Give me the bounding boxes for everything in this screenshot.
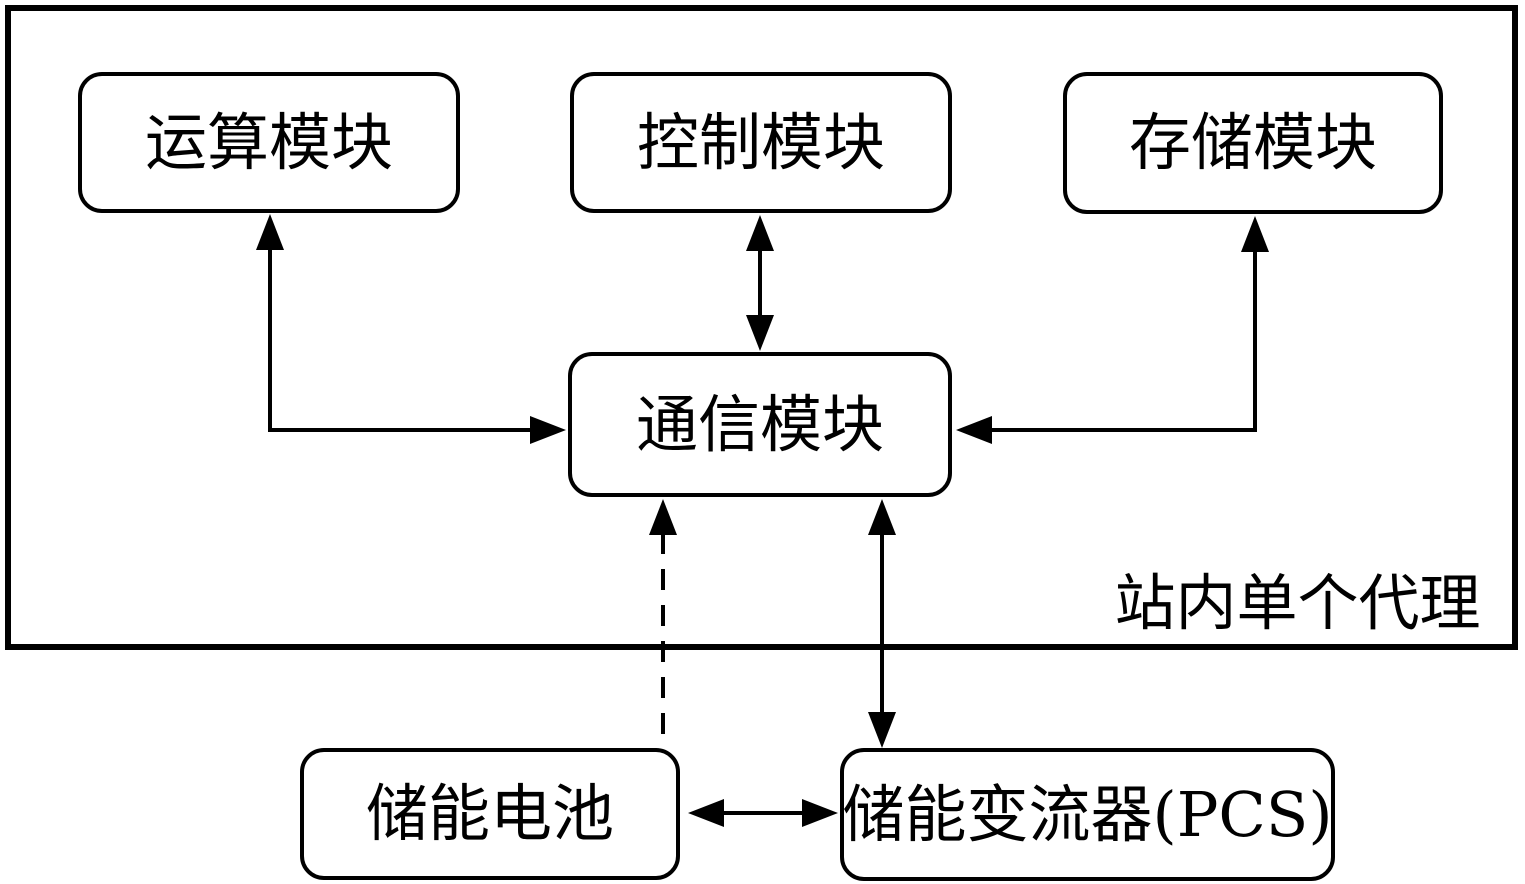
connector-compute-comm-line bbox=[268, 245, 534, 432]
arrow-right-into-comm-icon bbox=[530, 416, 566, 444]
arrow-up-into-comm-icon bbox=[868, 499, 896, 535]
arrow-right-into-pcs-icon bbox=[802, 799, 838, 827]
node-storage-module: 存储模块 bbox=[1063, 72, 1443, 214]
arrow-down-into-comm-icon bbox=[746, 315, 774, 351]
agent-boundary-caption-text: 站内单个代理 bbox=[1114, 567, 1481, 639]
node-energy-storage-converter-pcs: 储能变流器(PCS) bbox=[840, 748, 1335, 881]
arrow-up-into-storage-icon bbox=[1241, 216, 1269, 252]
arrow-up-into-compute-icon bbox=[256, 214, 284, 250]
connector-storage-comm-line bbox=[990, 247, 1257, 432]
connector-compute-comm bbox=[256, 214, 566, 444]
node-energy-storage-battery-label: 储能电池 bbox=[365, 777, 614, 850]
connector-control-comm bbox=[746, 215, 774, 351]
node-control-module-label: 控制模块 bbox=[636, 105, 885, 179]
node-compute-module-label: 运算模块 bbox=[144, 105, 393, 179]
arrow-left-into-comm-icon bbox=[956, 416, 992, 444]
node-control-module: 控制模块 bbox=[570, 72, 952, 213]
arrow-down-into-pcs-icon bbox=[868, 712, 896, 748]
connector-battery-pcs bbox=[688, 799, 838, 827]
agent-boundary-caption: 站内单个代理 bbox=[1110, 568, 1485, 638]
node-energy-storage-converter-pcs-label: 储能变流器(PCS) bbox=[842, 777, 1333, 851]
arrow-up-into-comm-icon bbox=[649, 499, 677, 535]
node-storage-module-label: 存储模块 bbox=[1128, 106, 1377, 179]
node-energy-storage-battery: 储能电池 bbox=[300, 748, 680, 880]
connector-storage-comm bbox=[956, 216, 1269, 444]
arrow-up-into-control-icon bbox=[746, 215, 774, 251]
connector-battery-comm-dashed bbox=[649, 499, 677, 748]
arrow-left-into-battery-icon bbox=[688, 799, 724, 827]
node-communication-module-label: 通信模块 bbox=[635, 387, 884, 461]
agent-boundary-box bbox=[5, 5, 1518, 650]
connector-comm-pcs bbox=[868, 499, 896, 748]
node-communication-module: 通信模块 bbox=[568, 352, 952, 497]
node-compute-module: 运算模块 bbox=[78, 72, 460, 213]
